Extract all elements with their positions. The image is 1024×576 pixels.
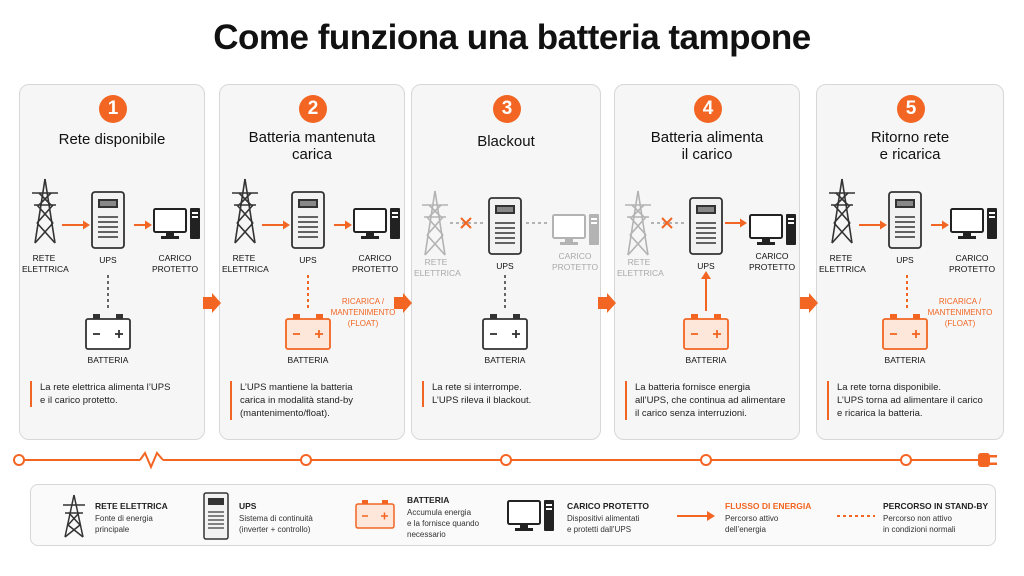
battery-icon xyxy=(355,500,395,529)
ups-icon xyxy=(888,191,922,249)
ups-label: UPS xyxy=(299,255,317,265)
legend: RETE ELETTRICA Fonte di energia principa… xyxy=(30,484,996,546)
battery-icon xyxy=(285,314,331,350)
ups-icon xyxy=(689,197,723,255)
timeline-node xyxy=(500,454,512,466)
step-title: Batteria alimenta il carico xyxy=(650,129,764,163)
load-label: CARICO PROTETTO xyxy=(748,251,796,272)
timeline-node xyxy=(900,454,912,466)
timeline-node xyxy=(700,454,712,466)
grid-label: RETE ELETTRICA xyxy=(414,257,461,278)
load-label: CARICO PROTETTO xyxy=(551,251,599,272)
power-tower-icon xyxy=(829,178,855,244)
battery-icon xyxy=(482,314,528,350)
ups-icon xyxy=(203,492,229,540)
page-title: Come funziona una batteria tampone xyxy=(213,18,811,57)
battery-label: BATTERIA xyxy=(884,355,926,365)
step-number-badge: 3 xyxy=(493,95,521,123)
step-description: La rete torna disponibile. L’UPS torna a… xyxy=(827,381,993,420)
next-step-arrow-icon xyxy=(800,293,818,313)
power-tower-icon xyxy=(232,178,258,244)
flow-lines xyxy=(450,217,548,311)
step-number-badge: 1 xyxy=(99,95,127,123)
grid-label: RETE ELETTRICA xyxy=(617,257,664,278)
legend-description: Percorso attivo dell’energia xyxy=(725,514,779,534)
legend-title: UPS xyxy=(239,501,257,511)
flow-lines xyxy=(62,220,152,311)
battery-label: BATTERIA xyxy=(87,355,129,365)
step-description: L’UPS mantiene la batteria carica in mod… xyxy=(230,381,394,420)
timeline xyxy=(13,450,997,470)
flow-lines xyxy=(859,220,949,311)
legend-description: Sistema di continuità (inverter + contro… xyxy=(239,514,313,534)
power-tower-icon xyxy=(32,178,58,244)
computer-icon xyxy=(749,214,796,245)
timeline-node xyxy=(300,454,312,466)
legend-description: Dispositivi alimentati e protetti dall’U… xyxy=(567,514,640,534)
power-tower-icon xyxy=(422,190,448,256)
step-title: Batteria mantenuta carica xyxy=(248,129,376,163)
step-description: La rete si interrompe. L’UPS rileva il b… xyxy=(422,381,590,407)
step-title: Blackout xyxy=(477,133,535,150)
computer-icon xyxy=(353,208,400,239)
plug-icon xyxy=(978,453,997,467)
battery-label: BATTERIA xyxy=(685,355,727,365)
computer-icon xyxy=(153,208,200,239)
legend-title: BATTERIA xyxy=(407,495,450,505)
battery-label: BATTERIA xyxy=(287,355,329,365)
step-number-badge: 2 xyxy=(299,95,327,123)
next-step-arrow-icon xyxy=(598,293,616,313)
battery-label: BATTERIA xyxy=(484,355,526,365)
battery-icon xyxy=(882,314,928,350)
ups-label: UPS xyxy=(896,255,914,265)
battery-icon xyxy=(683,314,729,350)
computer-icon xyxy=(950,208,997,239)
ups-icon xyxy=(488,197,522,255)
ups-label: UPS xyxy=(697,261,715,271)
step-number-badge: 5 xyxy=(897,95,925,123)
step-title: Rete disponibile xyxy=(58,131,166,148)
load-label: CARICO PROTETTO xyxy=(948,253,996,274)
solid-arrow-icon xyxy=(677,511,715,521)
next-step-arrow-icon xyxy=(203,293,221,313)
ups-label: UPS xyxy=(496,261,514,271)
battery-icon xyxy=(85,314,131,350)
legend-description: Percorso non attivo in condizioni normal… xyxy=(883,514,956,534)
grid-label: RETE ELETTRICA xyxy=(22,253,69,274)
legend-description: Accumula energia e la fornisce quando ne… xyxy=(407,508,480,539)
step-number-badge: 4 xyxy=(694,95,722,123)
power-tower-icon xyxy=(63,494,85,538)
flow-lines xyxy=(262,220,352,311)
computer-icon xyxy=(552,214,599,245)
legend-title: PERCORSO IN STAND-BY xyxy=(883,501,989,511)
charge-label: RICARICA / MANTENIMENTO (FLOAT) xyxy=(927,297,993,328)
step-description: La rete elettrica alimenta l’UPS e il ca… xyxy=(30,381,194,407)
legend-title: RETE ELETTRICA xyxy=(95,501,168,511)
step-title: Ritorno rete e ricarica xyxy=(870,129,950,163)
timeline-node xyxy=(13,454,25,466)
ups-icon xyxy=(291,191,325,249)
ups-label: UPS xyxy=(99,255,117,265)
load-label: CARICO PROTETTO xyxy=(151,253,199,274)
charge-label: RICARICA / MANTENIMENTO (FLOAT) xyxy=(330,297,396,328)
computer-icon xyxy=(507,500,554,531)
grid-label: RETE ELETTRICA xyxy=(819,253,866,274)
dotted-line-icon xyxy=(837,515,875,517)
ups-icon xyxy=(91,191,125,249)
flow-lines xyxy=(651,217,747,311)
power-tower-icon xyxy=(625,190,651,256)
load-label: CARICO PROTETTO xyxy=(351,253,399,274)
step-description: La batteria fornisce energia all’UPS, ch… xyxy=(625,381,789,420)
next-step-arrow-icon xyxy=(394,293,412,313)
legend-description: Fonte di energia principale xyxy=(95,514,153,534)
legend-title: FLUSSO DI ENERGIA xyxy=(725,501,812,511)
grid-label: RETE ELETTRICA xyxy=(222,253,269,274)
legend-title: CARICO PROTETTO xyxy=(567,501,650,511)
